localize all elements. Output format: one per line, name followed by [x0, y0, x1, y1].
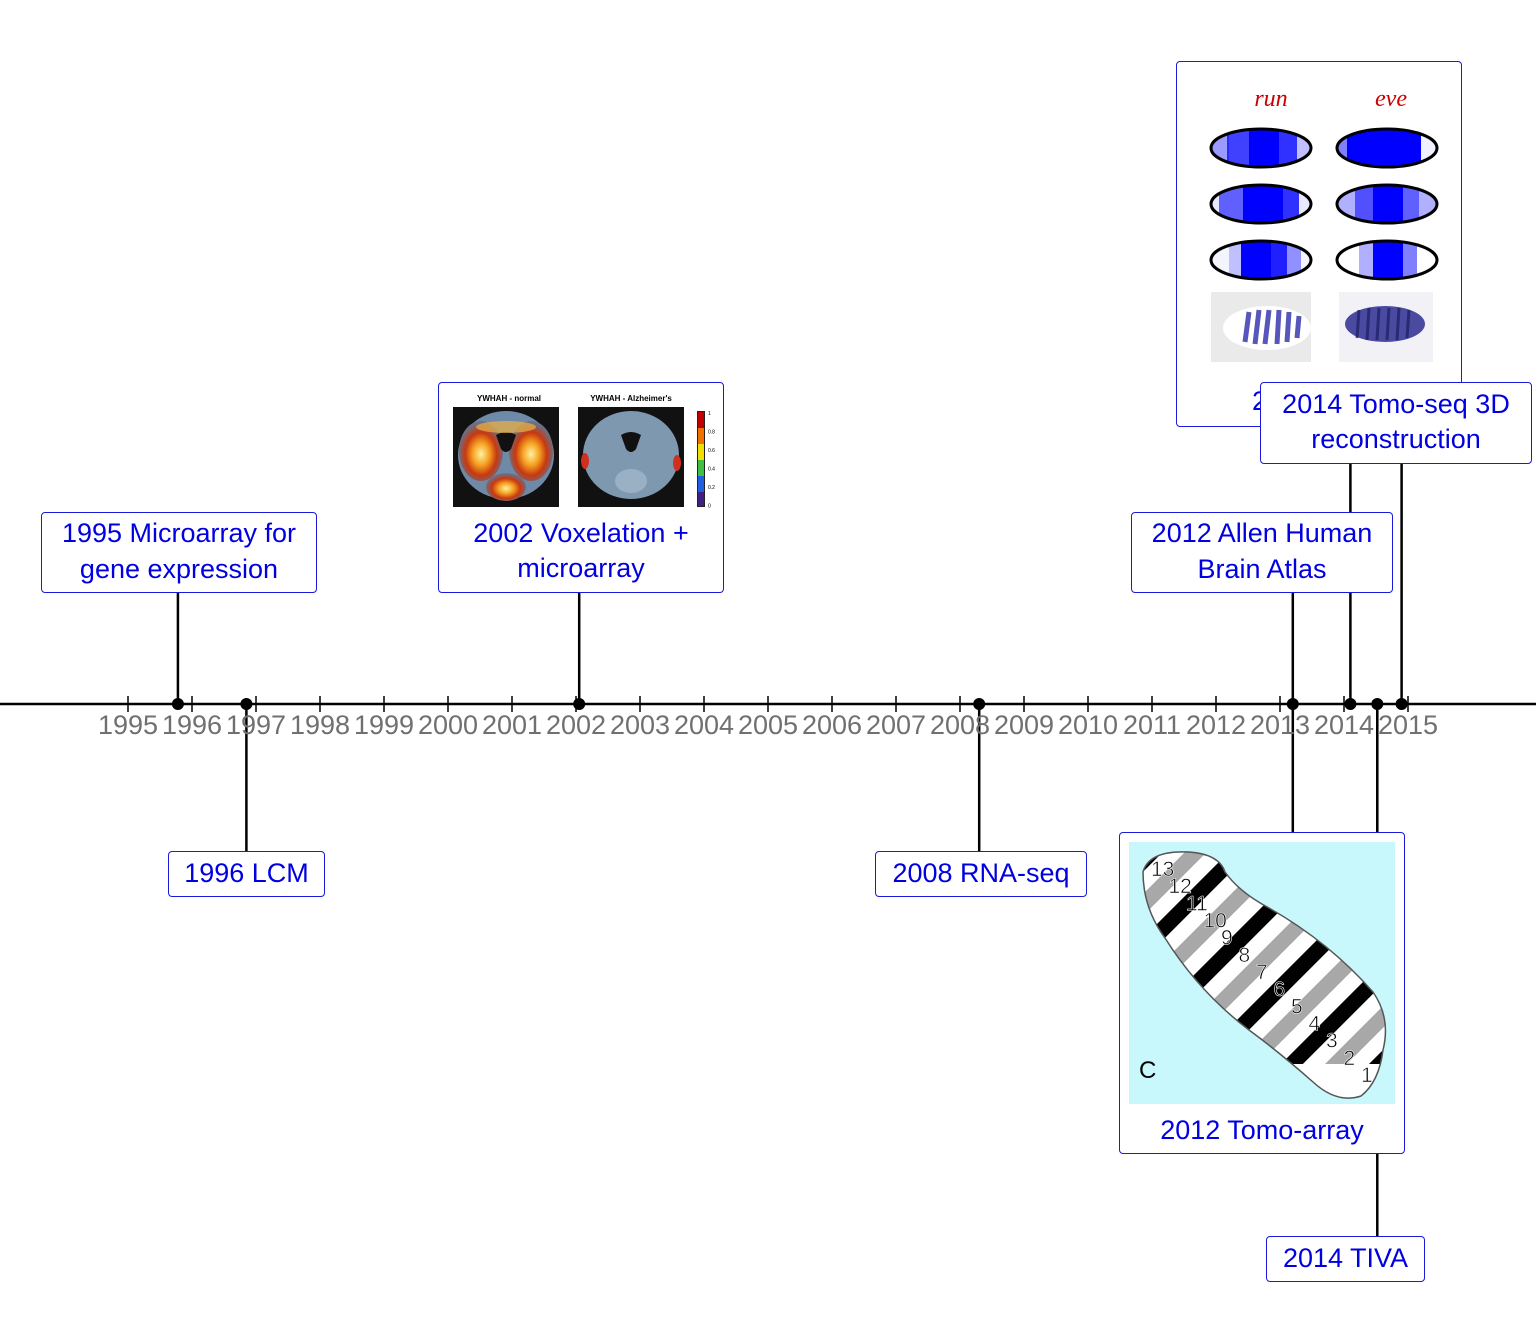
slice-number: 7 [1256, 961, 1268, 984]
axis-tick-label: 2007 [866, 710, 926, 740]
axis-tick-label: 2002 [546, 710, 606, 740]
axis-tick-label: 2014 [1314, 710, 1374, 740]
slice-stripe [1143, 851, 1235, 1064]
event-marker [1344, 698, 1357, 710]
slice-number: 8 [1239, 944, 1251, 967]
event-marker [973, 698, 986, 710]
axis-tick-label: 1995 [98, 710, 158, 740]
event-label-line1: 2008 RNA-seq [892, 858, 1070, 888]
event-markers [171, 698, 1408, 710]
event-label-line2: microarray [517, 553, 645, 583]
axis-tick-label: 2005 [738, 710, 798, 740]
panel-right-title: YWHAH - Alzheimer's [590, 394, 672, 403]
event-2002-voxelation[interactable]: YWHAH - normal YWHAH - Alzheimer's 1 0.8 0… [438, 382, 724, 593]
slice-stripe [1143, 851, 1279, 1064]
colorbar-tick-label: 0.8 [708, 430, 715, 436]
slice-number: 3 [1326, 1030, 1338, 1053]
event-label-line1: 2012 Tomo-array [1160, 1115, 1364, 1145]
event-2014-tomoseq-3d[interactable]: 2014 Tomo-seq 3D reconstruction [1260, 382, 1532, 464]
panel-letter: C [1139, 1057, 1156, 1084]
gene-label-eve: eve [1375, 86, 1407, 112]
axis-tick-label: 2001 [482, 710, 542, 740]
slice-stripe [1259, 851, 1386, 1064]
axis-tick-label: 2003 [610, 710, 670, 740]
axis-tick-label: 2010 [1058, 710, 1118, 740]
axis-tick-label: 2009 [994, 710, 1054, 740]
slice-number: 10 [1204, 910, 1227, 933]
axis-tick-label: 2000 [418, 710, 478, 740]
event-tomoseq-run-eve[interactable]: run eve [1176, 61, 1462, 427]
event-label-line1: 1995 Microarray for [61, 518, 297, 548]
axis-tick-label: 2006 [802, 710, 862, 740]
event-marker [1286, 698, 1299, 710]
axis-tick-label: 1999 [354, 710, 414, 740]
event-2012-allen-brain-atlas[interactable]: 2012 Allen Human Brain Atlas [1131, 512, 1393, 593]
colorbar-ticks: 1 0.8 0.6 0.4 0.2 0 [708, 411, 715, 509]
axis-tick-label: 1998 [290, 710, 350, 740]
slice-number: 5 [1291, 995, 1303, 1018]
event-label-line1: 2012 Allen Human [1151, 518, 1373, 548]
event-2008-rnaseq[interactable]: 2008 RNA-seq [875, 851, 1087, 897]
axis-tick-label: 2008 [930, 710, 990, 740]
slice-number: 13 [1151, 858, 1174, 881]
slice-number: 12 [1169, 875, 1192, 898]
axis-tick-label: 2011 [1123, 710, 1181, 740]
slice-number: 1 [1361, 1064, 1373, 1087]
event-2014-tiva[interactable]: 2014 TIVA [1266, 1236, 1425, 1282]
slice-number: 6 [1274, 978, 1286, 1001]
event-marker [1395, 698, 1408, 710]
gene-label-run: run [1254, 86, 1287, 112]
event-marker [171, 698, 184, 710]
voxelation-brain-figure: YWHAH - normal YWHAH - Alzheimer's 1 0.8 0… [453, 394, 715, 509]
slice-number: 2 [1344, 1047, 1356, 1070]
run-eve-stripe-figure: run eve [1209, 86, 1439, 362]
event-1995-microarray[interactable]: 1995 Microarray for gene expression [41, 512, 317, 593]
axis-tick-label: 1997 [226, 710, 286, 740]
axis-ticks [127, 696, 1409, 712]
slice-stripe [1303, 851, 1386, 1064]
event-label-line1: 2014 Tomo-seq 3D [1282, 389, 1510, 419]
axis-tick-label: 1996 [162, 710, 222, 740]
event-marker [240, 698, 253, 710]
event-marker [573, 698, 586, 710]
slice-stripe [1143, 851, 1257, 1064]
event-label-line1: 2014 TIVA [1282, 1243, 1409, 1273]
panel-left-title: YWHAH - normal [477, 394, 541, 403]
colorbar-tick-label: 0.2 [708, 485, 715, 491]
event-label-line2: Brain Atlas [1197, 554, 1327, 584]
slice-number: 9 [1221, 927, 1233, 950]
event-label-line1: 1996 LCM [184, 858, 309, 888]
colorbar-tick-label: 0 [708, 504, 711, 510]
event-label-line2: gene expression [79, 554, 279, 584]
axis-tick-label: 2013 [1250, 710, 1310, 740]
axis-tick-label: 2015 [1378, 710, 1438, 740]
colorbar-tick-label: 0.4 [708, 467, 715, 473]
axis-tick-label: 2012 [1186, 710, 1246, 740]
slice-stripe [1281, 851, 1386, 1064]
event-1996-lcm[interactable]: 1996 LCM [168, 851, 325, 897]
event-label-line1: 2002 Voxelation + [473, 518, 689, 548]
event-marker [1371, 698, 1384, 710]
axis-tick-label: 2004 [674, 710, 734, 740]
colorbar-tick-label: 0.6 [708, 448, 715, 454]
event-label-line2: reconstruction [1311, 424, 1481, 454]
colorbar-tick-label: 1 [708, 411, 711, 417]
slice-number: 4 [1309, 1013, 1321, 1036]
slice-number: 11 [1186, 892, 1208, 915]
